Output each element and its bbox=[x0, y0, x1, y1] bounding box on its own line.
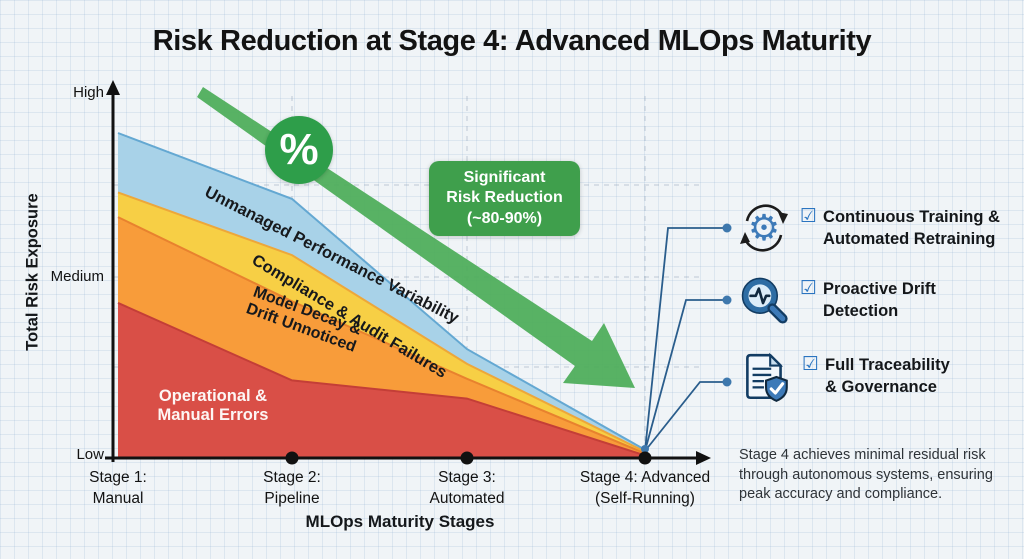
callout-continuous-training: ⚙ ☑ Continuous Training & Automated Retr… bbox=[737, 201, 1000, 255]
band-edge-unmanaged-performance-variability bbox=[117, 132, 646, 451]
axes bbox=[105, 80, 711, 465]
callout-label: Continuous Training & Automated Retraini… bbox=[823, 208, 1000, 248]
drift-detection-icon bbox=[741, 277, 788, 324]
percent-badge: % bbox=[265, 116, 333, 184]
band-edge-compliance-audit-failures bbox=[117, 191, 646, 453]
y-tick-low: Low bbox=[76, 446, 104, 463]
checkbox-icon: ☑ bbox=[800, 205, 818, 227]
x-axis-title: MLOps Maturity Stages bbox=[305, 512, 495, 531]
stage-dot-2 bbox=[285, 451, 299, 465]
traceability-icon bbox=[746, 352, 788, 402]
callout-drift-detection: ☑ Proactive Drift Detection bbox=[735, 273, 936, 329]
shield-check-icon bbox=[765, 375, 788, 402]
band-edge-operational-manual-errors bbox=[117, 301, 646, 457]
page-title: Risk Reduction at Stage 4: Advanced MLOp… bbox=[152, 25, 872, 57]
gear-icon: ⚙ bbox=[748, 208, 780, 249]
callout-traceability: ☑ Full Traceability & Governance bbox=[737, 349, 950, 405]
band-compliance-audit-failures bbox=[118, 192, 645, 454]
callout-label: Full Traceability & Governance bbox=[825, 356, 950, 396]
x-label-stage-2: Stage 2: Pipeline bbox=[263, 469, 321, 507]
risk-reduction-label-box: Significant Risk Reduction (~80-90%) bbox=[429, 161, 580, 237]
x-label-stage-4: Stage 4: Advanced (Self-Running) bbox=[579, 469, 711, 507]
percent-icon: % bbox=[279, 125, 319, 174]
y-tick-medium: Medium bbox=[50, 268, 104, 285]
y-tick-high: High bbox=[73, 84, 104, 101]
stage-axis-dots bbox=[285, 451, 652, 465]
band-edge-model-decay-drift bbox=[117, 216, 646, 455]
continuous-training-icon: ⚙ bbox=[740, 204, 788, 252]
band-operational-manual-errors bbox=[118, 302, 645, 458]
callout-connectors bbox=[641, 223, 732, 453]
footnote-text: Stage 4 achieves minimal residual risk t… bbox=[739, 447, 993, 503]
checkbox-icon: ☑ bbox=[802, 353, 820, 375]
x-label-stage-3: Stage 3: Automated bbox=[429, 469, 505, 507]
x-axis-arrowhead bbox=[696, 451, 711, 465]
y-axis-title: Total Risk Exposure bbox=[23, 193, 42, 351]
y-axis-arrowhead bbox=[106, 80, 120, 95]
checkbox-icon: ☑ bbox=[800, 277, 818, 299]
callout-label: Proactive Drift Detection bbox=[823, 280, 936, 320]
x-label-stage-1: Stage 1: Manual bbox=[89, 469, 147, 507]
band-label-operational-errors: Operational & Manual Errors bbox=[157, 387, 269, 424]
stage-dot-4 bbox=[638, 451, 652, 465]
band-unmanaged-performance-variability bbox=[118, 133, 645, 452]
band-top-edges bbox=[117, 132, 646, 457]
stage-dot-3 bbox=[460, 451, 474, 465]
